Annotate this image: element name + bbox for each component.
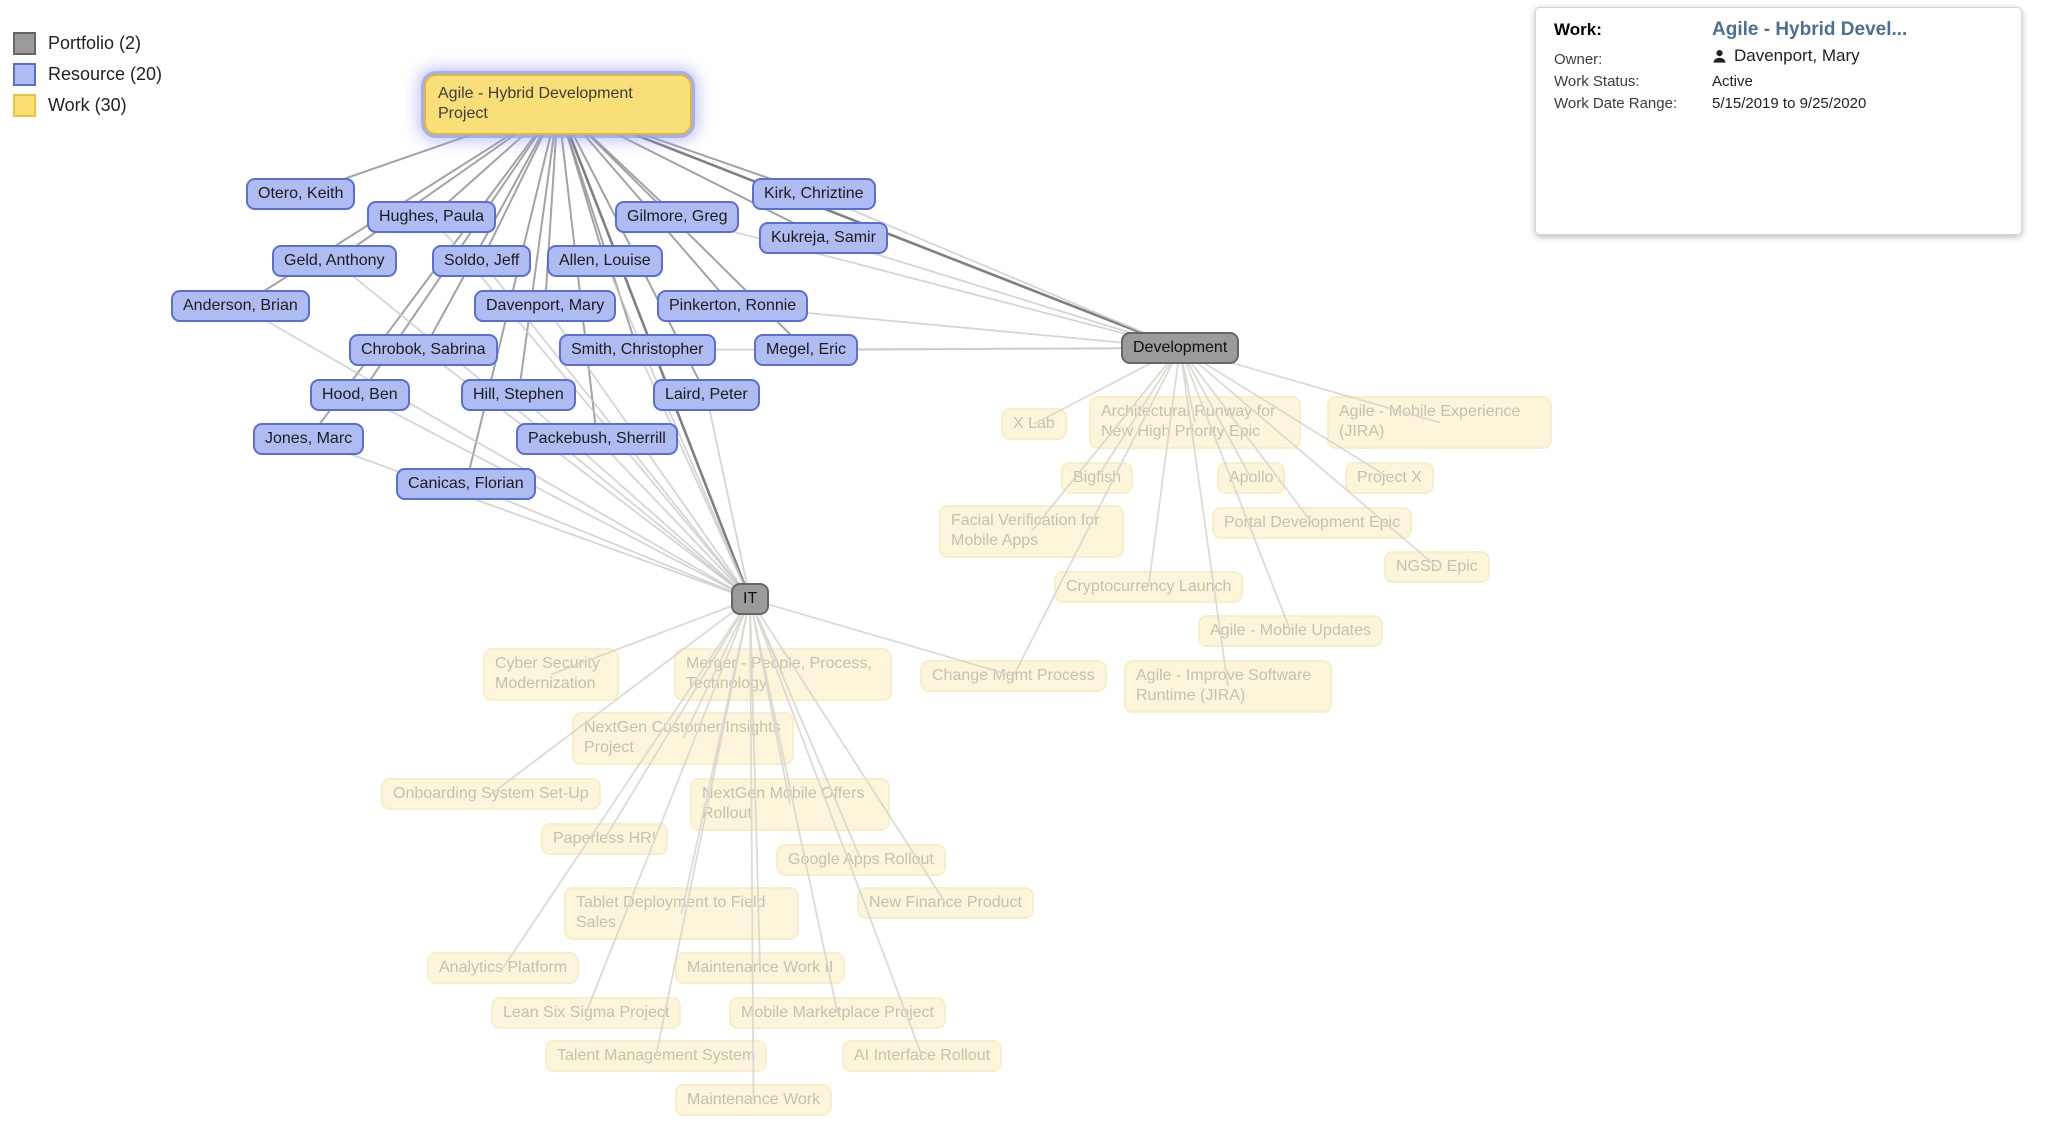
edge	[637, 347, 1181, 351]
edge	[465, 483, 751, 600]
resource-node[interactable]: Gilmore, Greg	[615, 201, 740, 234]
work-node[interactable]: NextGen Mobile Offers Rollout	[690, 778, 890, 831]
work-node[interactable]: Paperless HR!	[541, 823, 669, 856]
work-node[interactable]: Cyber Security Modernization	[483, 648, 619, 701]
work-node[interactable]: Mobile Marketplace Project	[729, 997, 946, 1030]
date-range-label: Work Date Range:	[1554, 94, 1678, 112]
owner-name: Davenport, Mary	[1734, 46, 1860, 65]
resource-node[interactable]: Packebush, Sherrill	[516, 423, 678, 456]
edge	[596, 438, 751, 600]
status-value: Active	[1712, 72, 1753, 90]
work-node[interactable]: NextGen Customer Insights Project	[572, 712, 794, 765]
work-node[interactable]: X Lab	[1001, 408, 1067, 441]
work-node[interactable]: AI Interface Rollout	[842, 1040, 1003, 1073]
work-node[interactable]: Merger - People, Process, Technology	[674, 648, 892, 701]
work-node[interactable]: Architectural Runway for New High Priori…	[1089, 396, 1301, 449]
legend-label: Work (30)	[48, 95, 127, 115]
work-swatch-icon	[13, 94, 36, 117]
owner-value: Davenport, Mary	[1712, 46, 1860, 66]
owner-label: Owner:	[1554, 50, 1603, 68]
edge	[749, 598, 791, 805]
resource-node[interactable]: Allen, Louise	[547, 245, 663, 278]
status-label: Work Status:	[1554, 72, 1640, 90]
legend-item-resource[interactable]: Resource (20)	[13, 63, 162, 86]
legend-item-portfolio[interactable]: Portfolio (2)	[13, 32, 162, 55]
legend: Portfolio (2) Resource (20) Work (30)	[13, 32, 162, 125]
work-node[interactable]: Change Mgmt Process	[920, 660, 1107, 693]
work-node[interactable]: Agile - Mobile Experience (JIRA)	[1327, 396, 1552, 449]
person-icon	[1712, 49, 1727, 64]
edge	[813, 193, 1181, 349]
work-node[interactable]: Agile - Mobile Updates	[1198, 615, 1383, 648]
resource-node[interactable]: Anderson, Brian	[171, 290, 310, 323]
resource-node[interactable]: Hood, Ben	[310, 379, 410, 412]
work-node[interactable]: Analytics Platform	[427, 952, 580, 985]
resource-node[interactable]: Kirk, Chriztine	[752, 178, 876, 211]
resource-node[interactable]: Davenport, Mary	[474, 290, 617, 323]
portfolio-node[interactable]: IT	[731, 583, 770, 616]
portfolio-swatch-icon	[13, 32, 36, 55]
legend-label: Portfolio (2)	[48, 33, 142, 53]
resource-node[interactable]: Hughes, Paula	[367, 201, 496, 234]
work-title-link[interactable]: Agile - Hybrid Devel...	[1712, 19, 1908, 40]
resource-node[interactable]: Canicas, Florian	[396, 468, 536, 501]
resource-swatch-icon	[13, 63, 36, 86]
work-node[interactable]: Cryptocurrency Launch	[1054, 571, 1244, 604]
legend-label: Resource (20)	[48, 64, 163, 84]
legend-item-work[interactable]: Work (30)	[13, 94, 162, 117]
work-node[interactable]: Google Apps Rollout	[776, 844, 946, 877]
work-node[interactable]: Facial Verification for Mobile Apps	[939, 505, 1124, 558]
work-node[interactable]: Onboarding System Set-Up	[381, 778, 601, 811]
resource-node[interactable]: Laird, Peter	[653, 379, 760, 412]
resource-node[interactable]: Megel, Eric	[754, 334, 859, 367]
date-range-value: 5/15/2019 to 9/25/2020	[1712, 94, 1867, 112]
work-label: Work:	[1554, 20, 1602, 39]
resource-node[interactable]: Soldo, Jeff	[432, 245, 532, 278]
work-node[interactable]: Talent Management System	[545, 1040, 768, 1073]
work-node[interactable]: New Finance Product	[857, 887, 1034, 920]
edge	[676, 216, 1181, 349]
work-node[interactable]: Lean Six Sigma Project	[491, 997, 682, 1030]
resource-node[interactable]: Kukreja, Samir	[759, 222, 888, 255]
work-node[interactable]: Portal Development Epic	[1212, 507, 1413, 540]
resource-node[interactable]: Otero, Keith	[246, 178, 356, 211]
portfolio-node[interactable]: Development	[1121, 332, 1240, 365]
work-node[interactable]: NGSD Epic	[1384, 551, 1490, 584]
work-node[interactable]: Bigfish	[1061, 462, 1134, 495]
resource-node[interactable]: Chrobok, Sabrina	[349, 334, 498, 367]
work-node[interactable]: Apollo	[1217, 462, 1286, 495]
edge	[308, 438, 751, 600]
work-info-panel: Work: Agile - Hybrid Devel... Owner: Dav…	[1535, 7, 2022, 235]
resource-node[interactable]: Geld, Anthony	[272, 245, 397, 278]
edge	[705, 394, 751, 600]
work-node[interactable]: Project X	[1345, 462, 1434, 495]
resource-node[interactable]: Jones, Marc	[253, 423, 365, 456]
resource-node[interactable]: Hill, Stephen	[461, 379, 576, 412]
selected-node[interactable]: Agile - Hybrid Development Project	[424, 74, 692, 135]
work-node[interactable]: Agile - Improve Software Runtime (JIRA)	[1124, 660, 1332, 713]
work-node[interactable]: Tablet Deployment to Field Sales	[564, 887, 799, 940]
work-node[interactable]: Maintenance Work	[675, 1084, 833, 1117]
resource-node[interactable]: Smith, Christopher	[559, 334, 716, 367]
edge	[1147, 347, 1181, 588]
work-node[interactable]: Maintenance Work II	[675, 952, 846, 985]
resource-node[interactable]: Pinkerton, Ronnie	[657, 290, 809, 323]
